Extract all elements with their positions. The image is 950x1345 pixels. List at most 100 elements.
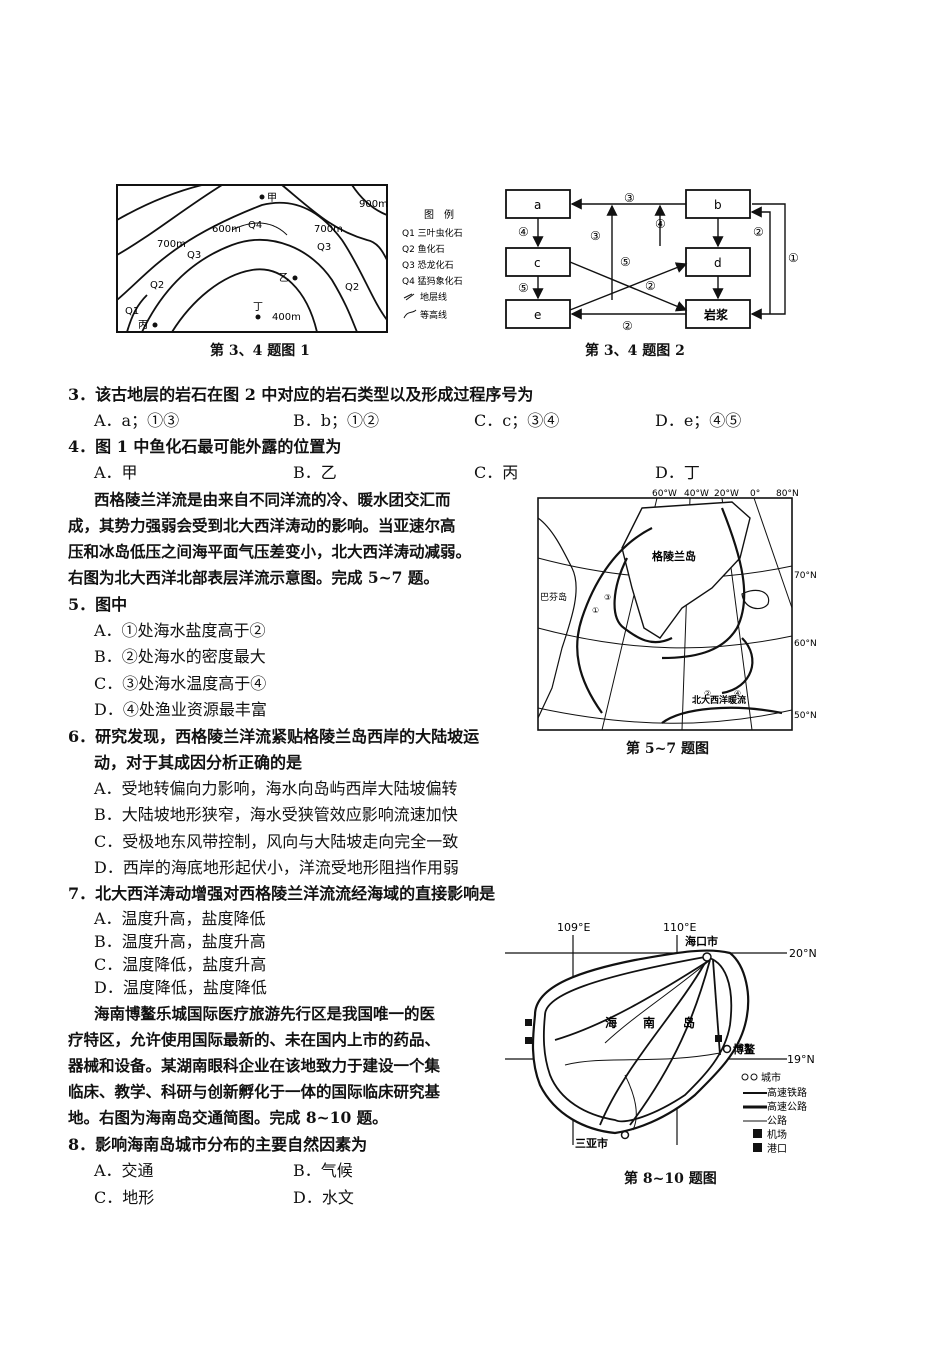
q7-option-a: A．温度升高，盐度降低 — [94, 909, 266, 928]
loc-ding: 丁 — [253, 302, 263, 313]
num-3: ③ — [604, 593, 611, 602]
arrow-4b: ④ — [655, 217, 666, 231]
arrow-5a: ⑤ — [518, 281, 529, 295]
contour-600: 600m — [212, 224, 241, 235]
q3-option-d: D．e；④⑤ — [655, 411, 742, 430]
legend-item-5: 地层线 — [420, 291, 447, 303]
passage1-line-1: 西格陵兰洋流是由来自不同洋流的冷、暖水团交汇而 — [94, 490, 451, 509]
num-2: ② — [704, 689, 711, 698]
legend-item-2: Q2 鱼化石 — [402, 243, 445, 255]
legend-item-4: Q4 猛犸象化石 — [402, 275, 463, 287]
fig2-rock-cycle: a b c d e 岩浆 ③ ④ ③ ④ ⑤ ⑤ ② ② ② ① — [505, 189, 799, 333]
q7-option-d: D．温度降低，盐度降低 — [94, 978, 267, 997]
q3-stem: 3．该古地层的岩石在图 2 中对应的岩石类型以及形成过程序号为 — [68, 385, 534, 404]
lat-70n: 70°N — [794, 571, 817, 581]
q4-option-a: A．甲 — [94, 463, 138, 482]
passage2-line-1: 海南博鳌乐城国际医疗旅游先行区是我国唯一的医 — [94, 1004, 436, 1023]
q8-option-a: A．交通 — [94, 1161, 154, 1180]
legend-airport: 机场 — [767, 1128, 787, 1141]
lat-20n: 20°N — [789, 947, 817, 960]
q5-stem: 5．图中 — [68, 595, 128, 614]
q7-stem: 7．北大西洋涛动增强对西格陵兰洋流流经海域的直接影响是 — [68, 884, 496, 903]
boao-label: 博鳌 — [733, 1042, 756, 1056]
legend-title: 图 例 — [424, 208, 454, 221]
q8-option-c: C．地形 — [94, 1188, 155, 1207]
lon-20w: 20°W — [714, 489, 739, 499]
q6-stem-line-1: 6．研究发现，西格陵兰洋流紧贴格陵兰岛西岸的大陆坡运 — [68, 727, 480, 746]
island-char-2: 南 — [643, 1015, 655, 1030]
legend-port: 港口 — [767, 1143, 787, 1155]
fig4-caption: 第 8~10 题图 — [624, 1171, 717, 1187]
lon-110e: 110°E — [663, 921, 696, 934]
lon-0: 0° — [750, 489, 760, 499]
box-e: e — [534, 308, 541, 322]
greenland-label: 格陵兰岛 — [652, 549, 696, 563]
fig1-contour-map: 甲 乙 丙 丁 900m 700m 700m 600m 400m Q4 Q3 Q… — [116, 184, 463, 333]
fig1-caption: 第 3、4 题图 1 — [210, 343, 310, 359]
box-magma: 岩浆 — [703, 307, 729, 322]
lat-60n: 60°N — [794, 639, 817, 649]
legend-road: 公路 — [767, 1114, 787, 1127]
q4-label: Q4 — [248, 220, 262, 231]
passage2-line-3: 器械和设备。某湖南眼科企业在该地致力于建设一个集 — [68, 1056, 441, 1075]
q5-option-d: D．④处渔业资源最丰富 — [94, 700, 267, 719]
lat-19n: 19°N — [787, 1053, 815, 1066]
arrow-2c: ② — [753, 225, 764, 239]
haikou-label: 海口市 — [685, 934, 718, 948]
q8-stem: 8．影响海南岛城市分布的主要自然因素为 — [68, 1135, 368, 1154]
arrow-2a: ② — [645, 279, 656, 293]
passage1-line-2: 成，其势力强弱会受到北大西洋涛动的影响。当亚速尔高 — [68, 516, 456, 535]
q5-option-a: A．①处海水盐度高于② — [94, 621, 266, 640]
contour-700a: 700m — [157, 239, 186, 250]
q8-option-b: B．气候 — [293, 1161, 353, 1180]
q4-option-d: D．丁 — [655, 463, 700, 482]
passage2-line-5: 地。右图为海南岛交通简图。完成 8~10 题。 — [68, 1108, 388, 1127]
q6-stem-line-2: 动，对于其成因分析正确的是 — [94, 753, 303, 772]
q6-option-a: A．受地转偏向力影响，海水向岛屿西岸大陆坡偏转 — [94, 779, 458, 798]
arrow-4a: ④ — [518, 225, 529, 239]
arrow-3a: ③ — [624, 191, 635, 205]
lat-50n: 50°N — [794, 711, 817, 721]
legend-hsr: 高速铁路 — [767, 1086, 807, 1099]
q4-option-b: B．乙 — [293, 463, 337, 482]
q3a-label: Q3 — [187, 250, 201, 261]
loc-yi: 乙 — [279, 272, 289, 284]
arrow-3b: ③ — [590, 229, 601, 243]
sanya-label: 三亚市 — [575, 1136, 608, 1150]
box-b: b — [714, 198, 722, 212]
fig4-hainan-transport-map: 109°E 110°E 20°N 19°N 海口市 海 南 岛 博鳌 三亚市 城… — [505, 921, 817, 1155]
arrow-2b: ② — [622, 319, 633, 333]
legend-item-6: 等高线 — [420, 309, 447, 321]
lon-60w: 60°W — [652, 489, 677, 499]
q5-option-c: C．③处海水温度高于④ — [94, 674, 267, 693]
legend-expressway: 高速公路 — [767, 1100, 807, 1113]
passage1-line-4: 右图为北大西洋北部表层洋流示意图。完成 5~7 题。 — [68, 568, 439, 587]
lon-40w: 40°W — [684, 489, 709, 499]
q4-stem: 4．图 1 中鱼化石最可能外露的位置为 — [68, 437, 342, 456]
box-c: c — [534, 256, 541, 270]
fig3-ocean-current-map: 60°W 40°W 20°W 0° 80°N 70°N 60°N 50°N 格陵… — [537, 489, 817, 731]
q4-option-c: C．丙 — [474, 463, 519, 482]
q1-label: Q1 — [125, 306, 139, 317]
legend-item-1: Q1 三叶虫化石 — [402, 227, 463, 239]
arrow-1: ① — [788, 251, 799, 265]
num-4: ④ — [734, 689, 741, 698]
passage2-line-4: 临床、教学、科研与创新孵化于一体的国际临床研究基 — [68, 1082, 441, 1101]
baffin-label: 巴芬岛 — [540, 591, 567, 603]
q3-option-a: A．a；①③ — [94, 411, 180, 430]
lon-109e: 109°E — [557, 921, 590, 934]
q6-option-c: C．受极地东风带控制，风向与大陆坡走向完全一致 — [94, 832, 459, 851]
passage1-line-3: 压和冰岛低压之间海平面气压差变小，北大西洋涛动减弱。 — [68, 542, 472, 561]
q5-option-b: B．②处海水的密度最大 — [94, 647, 266, 666]
q2a-label: Q2 — [150, 280, 164, 291]
q6-option-d: D．西岸的海底地形起伏小，洋流受地形阻挡作用弱 — [94, 858, 459, 877]
q7-option-c: C．温度降低，盐度升高 — [94, 955, 267, 974]
legend-city: 城市 — [761, 1071, 781, 1084]
box-a: a — [534, 198, 541, 212]
arrow-5b: ⑤ — [620, 255, 631, 269]
q2b-label: Q2 — [345, 282, 359, 293]
fig2-caption: 第 3、4 题图 2 — [585, 343, 685, 359]
contour-700b: 700m — [314, 224, 343, 235]
q7-option-b: B．温度升高，盐度升高 — [94, 932, 266, 951]
loc-bing: 丙 — [138, 320, 148, 331]
